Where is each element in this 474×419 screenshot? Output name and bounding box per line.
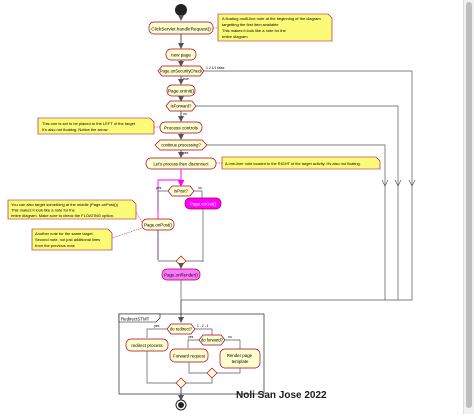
condition-do-forward-label: do forward? [201, 338, 224, 343]
note-left-line1: This one is set to be placed to the LEFT… [42, 121, 136, 126]
merge-diamond-1 [175, 255, 187, 267]
partition-label: RedirectSTMT [121, 317, 150, 322]
svg-text:A floating multi-line note at: A floating multi-line note at the beginn… [222, 16, 322, 39]
note-another [31, 228, 113, 251]
activity-click-servlet-label: ClickServlet.handleRequest() [151, 27, 211, 32]
end-node-inner [178, 402, 184, 408]
edge-label-no-1: no [183, 112, 187, 116]
edge-label-no-detail: 1 - 2 - 1 [197, 324, 209, 328]
activity-on-get-label: Page.onGet() [190, 202, 217, 207]
condition-is-post-label: isPost? [174, 189, 188, 194]
condition-do-redirect-label: do redirect? [170, 327, 193, 332]
edge-label-yes-3: yes [154, 324, 160, 328]
note-right-oneliner-text: A one-liner note located to the RIGHT of… [225, 161, 361, 166]
condition-continue-processing-label: continue processing? [161, 143, 201, 148]
note-another-line3: from the previous note [35, 243, 76, 248]
edge-label-no-3: no [228, 335, 232, 339]
merge-diamond-3 [175, 377, 187, 389]
activity-render-template-line1: Render page [227, 353, 253, 358]
note-middle-left-line1: You can also target something at the mid… [11, 202, 119, 207]
partition-redirect [118, 313, 265, 395]
note-another-line2: Second note, not just additional lines [35, 237, 100, 242]
condition-security-check-label: Page.onSecurityCheck [160, 69, 204, 74]
svg-text:Render page template: Render page template [227, 353, 254, 364]
edge-label-yes-1: yes [183, 151, 189, 155]
activity-new-page-label: new page [171, 53, 191, 58]
edge-label-yes-4: yes [188, 335, 194, 339]
scrollbar-thumb[interactable] [466, 2, 472, 408]
watermark-text: Noli San Jose 2022 [236, 390, 327, 401]
activity-on-render-label: Page.onRender() [164, 273, 198, 278]
note-middle-left-line3: entire diagram. Make sure to check the F… [11, 213, 114, 218]
note-middle-left-line2: This makes it look like a note for the [11, 208, 76, 213]
note-left-line2: It's also not floating. Notice the arrow… [42, 127, 108, 132]
note-floating-top-line3: This makes it look like a note for the [222, 28, 287, 33]
note-left-of-process [37, 117, 155, 135]
merge-diamond-2 [206, 367, 218, 379]
start-node [175, 4, 187, 16]
activity-render-template-line2: template [232, 359, 249, 364]
edge-label-yes-2: yes [156, 186, 162, 190]
condition-is-forward-label: isForward? [171, 104, 192, 109]
svg-text:Another note for the same targ: Another note for the same target. Second… [35, 231, 101, 248]
note-middle-left [7, 199, 137, 220]
edge-label-false-detail: 1.2.1/1 false [206, 66, 225, 70]
vertical-scrollbar[interactable] [463, 0, 474, 414]
note-floating-top-line4: entire diagram [222, 34, 248, 39]
note-right-oneliner [221, 156, 381, 170]
note-floating-top-line1: A floating multi-line note at the beginn… [222, 16, 321, 21]
svg-text:This one is set to be placed t: This one is set to be placed to the LEFT… [42, 121, 136, 132]
activity-on-init-label: Page.onInit() [168, 89, 195, 94]
activity-process-controls-label: Process controls [164, 126, 199, 131]
activity-redirect-process-label: redirect process [131, 343, 163, 348]
activity-process-disconnect-label: Let's process then disconnect [153, 162, 209, 167]
edge-label-no-2: no [198, 186, 202, 190]
edge-label-true-1: true [183, 77, 189, 81]
activity-on-post-label: Page.onPost() [144, 223, 173, 228]
note-another-line1: Another note for the same target. [35, 231, 94, 236]
svg-text:You can also target something: You can also target something at the mid… [11, 202, 119, 218]
note-floating-top-line2: targetting the first item available [222, 22, 279, 27]
activity-forward-request-label: Forward request [173, 354, 206, 359]
note-floating-top [217, 13, 333, 42]
